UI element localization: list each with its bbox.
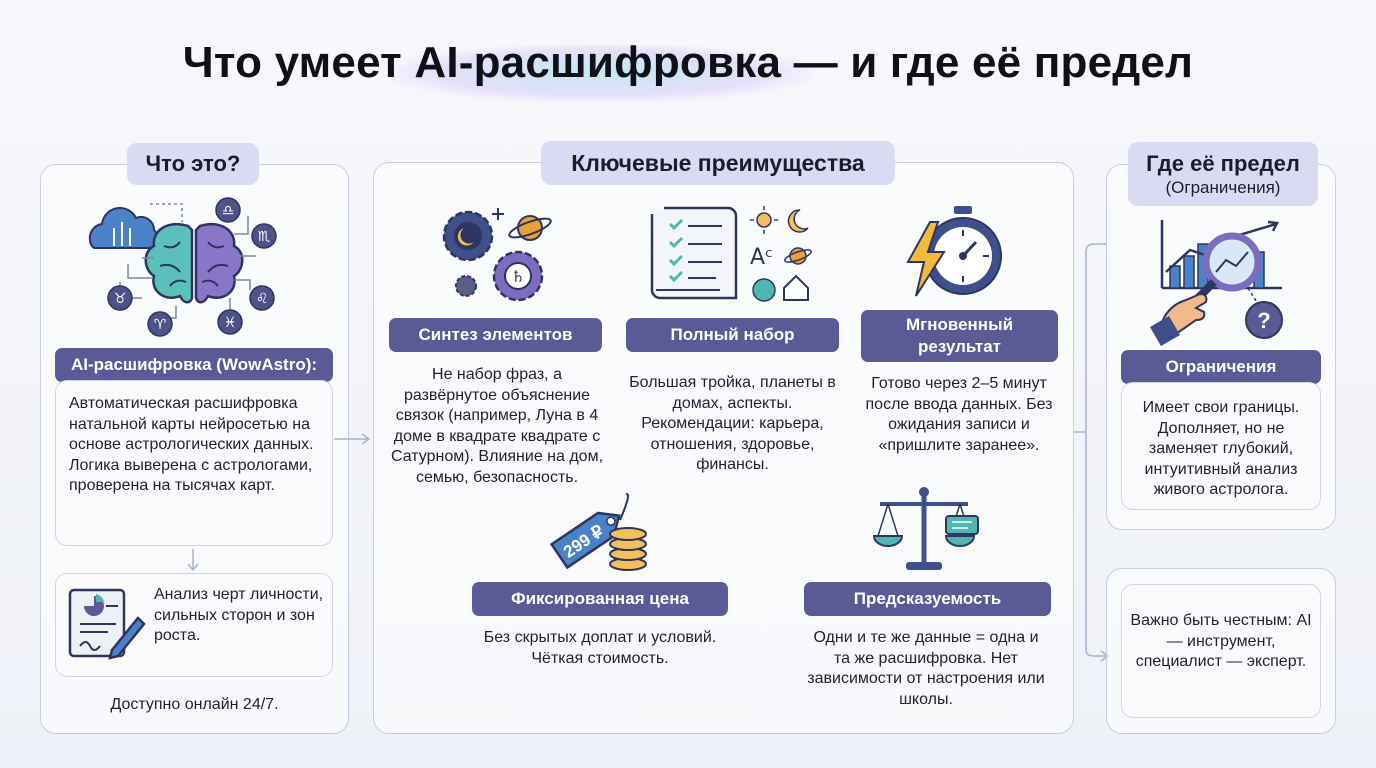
synthesis-label: Синтез элементов xyxy=(389,318,602,352)
synthesis-text: Не набор фраз, а развёрнутое объяснение … xyxy=(390,366,604,486)
checklist-planets-icon: Aᶜ xyxy=(650,206,812,302)
ai-brain-icon: ♎ ♏ ♌ ♓ ♈ ♉ xyxy=(88,197,277,337)
title-glow xyxy=(390,44,810,102)
svg-text:♎: ♎ xyxy=(222,203,235,219)
svg-text:♉: ♉ xyxy=(114,291,127,307)
svg-text:♏: ♏ xyxy=(258,229,271,245)
fixed-price-label: Фиксированная цена xyxy=(472,582,728,616)
fixed-price-text: Без скрытых доплат и условий. Чёткая сто… xyxy=(483,629,717,667)
arrow-down-icon xyxy=(187,549,199,572)
svg-text:♈: ♈ xyxy=(154,317,167,333)
limitations-text: Имеет свои границы. Дополняет, но не зам… xyxy=(1142,399,1300,498)
price-tag-icon: 299 ₽ xyxy=(549,492,647,571)
right-tab: Где её предел (Ограничения) xyxy=(1128,142,1318,206)
predictability-label: Предсказуемость xyxy=(804,582,1051,616)
stopwatch-lightning-icon xyxy=(906,206,1002,297)
ai-decoding-label: AI-расшифровка (WowAstro): xyxy=(55,348,333,382)
right-tab-subtitle: (Ограничения) xyxy=(1165,178,1281,197)
ascendant-glyph: Aᶜ xyxy=(750,245,773,270)
svg-text:♓: ♓ xyxy=(224,315,237,331)
description-card xyxy=(55,380,333,546)
gears-planets-icon: ♄ xyxy=(442,208,552,302)
limitations-card xyxy=(1121,382,1321,510)
predictability-text: Одни и те же данные = одна и та же расши… xyxy=(807,629,1045,708)
scales-icon xyxy=(872,487,979,570)
instant-result-label: Мгновенный результат xyxy=(861,310,1058,362)
note-card xyxy=(1121,584,1321,718)
availability-text: Доступно онлайн 24/7. xyxy=(110,696,279,713)
instant-result-label-text: Мгновенный результат xyxy=(905,315,1014,356)
magnifier-chart-icon: ? xyxy=(1149,220,1283,347)
bracket-connector xyxy=(1074,243,1110,662)
question-mark-icon: ? xyxy=(1257,308,1270,333)
honesty-note-text: Важно быть честным: AI — инструмент, спе… xyxy=(1130,612,1312,670)
full-set-label: Полный набор xyxy=(626,318,839,352)
document-pen-icon xyxy=(68,588,146,660)
ai-description-text: Автоматическая расшифровка натальной кар… xyxy=(69,395,314,494)
instant-result-text: Готово через 2–5 минут после ввода данны… xyxy=(865,375,1053,454)
center-tab: Ключевые преимущества xyxy=(541,141,895,185)
analysis-text: Анализ черт личности, сильных сторон и з… xyxy=(154,586,324,644)
page-title: Что умеет AI-расшифровка — и где её пред… xyxy=(182,38,1194,87)
svg-text:♄: ♄ xyxy=(511,267,525,286)
left-tab: Что это? xyxy=(127,143,259,185)
full-set-text: Большая тройка, планеты в домах, аспекты… xyxy=(629,374,836,473)
limitations-label: Ограничения xyxy=(1121,350,1321,384)
svg-text:♌: ♌ xyxy=(256,291,269,307)
right-tab-title: Где её предел xyxy=(1146,151,1300,176)
connector-arrow xyxy=(334,433,371,445)
